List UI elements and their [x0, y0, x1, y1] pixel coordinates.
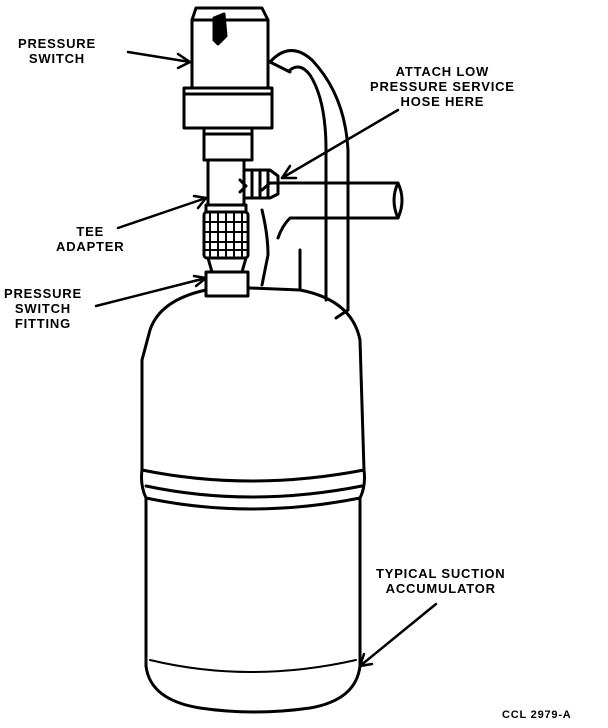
label-line: ADAPTER [56, 239, 125, 254]
label-attach-hose: ATTACH LOW PRESSURE SERVICE HOSE HERE [370, 64, 515, 109]
label-line: PRESSURE [18, 36, 96, 51]
accumulator-canister [140, 286, 366, 714]
pressure-switch-leader [126, 50, 192, 64]
tee-adapter [206, 158, 280, 207]
label-line: PRESSURE SERVICE [370, 79, 515, 94]
label-line: TYPICAL SUCTION [376, 566, 506, 581]
figure-code: CCL 2979-A [502, 709, 572, 721]
switch-fitting [202, 203, 250, 298]
attach-hose-leader [280, 108, 400, 180]
service-line [260, 181, 404, 287]
accumulator-leader [358, 602, 438, 668]
label-line: ACCUMULATOR [385, 581, 496, 596]
label-line: SWITCH [28, 51, 85, 66]
label-pressure-switch-fitting: PRESSURE SWITCH FITTING [4, 286, 82, 331]
tee-adapter-leader [116, 196, 208, 230]
label-line: PRESSURE [4, 286, 82, 301]
label-line: FITTING [14, 316, 72, 331]
label-line: TEE [76, 224, 105, 239]
pressure-switch-body [182, 6, 274, 162]
label-accumulator: TYPICAL SUCTION ACCUMULATOR [376, 566, 506, 596]
label-line: ATTACH LOW [395, 64, 490, 79]
label-tee-adapter: TEE ADAPTER [56, 224, 124, 254]
switch-fitting-leader [94, 276, 208, 308]
label-line: SWITCH [14, 301, 71, 316]
leader-arrows [94, 50, 438, 668]
label-line: HOSE HERE [400, 94, 485, 109]
label-pressure-switch: PRESSURE SWITCH [18, 36, 96, 66]
